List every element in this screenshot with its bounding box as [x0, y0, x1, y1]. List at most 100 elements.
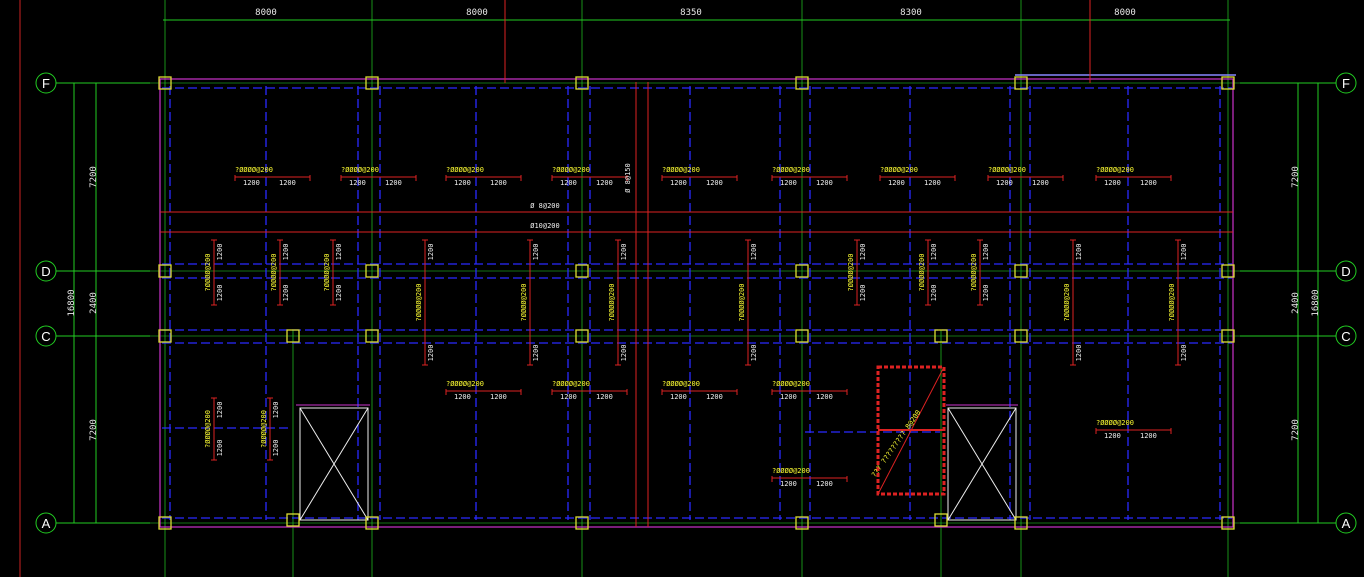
stair-diagonal: [877, 366, 945, 495]
rebar-label: ?ØØØØ@200: [1096, 166, 1134, 174]
rebar-length-bottom: 1200: [930, 285, 938, 302]
axis-bubble-a-right[interactable]: A: [1335, 512, 1357, 534]
dashed-beams: [162, 86, 1232, 520]
rebar-length-left: 1200: [1104, 179, 1121, 187]
axis-label-c: C: [41, 329, 50, 344]
shaft-opening: [299, 407, 369, 521]
shaft-openings: [299, 365, 1017, 521]
column-square: [1221, 264, 1235, 278]
column-square: [575, 264, 589, 278]
axis-bubble-f-left[interactable]: F: [35, 72, 57, 94]
rebar-label-v: ?ØØØØ@200: [1168, 284, 1176, 322]
shaft-opening: [947, 407, 1017, 521]
rebar-annotations: ?ØØØØ@200 1200 1200 ?ØØØØ@200 1200 1200 ?ØØØØ@…: [204, 166, 1188, 488]
rebar-length-left: 1200: [780, 393, 797, 401]
column-square: [1221, 329, 1235, 343]
rebar-length-left: 1200: [780, 480, 797, 488]
rebar-label: ?ØØØØ@200: [552, 380, 590, 388]
axis-bubble-d-left[interactable]: D: [35, 260, 57, 282]
rebar-label-v: ?ØØØØ@200: [204, 254, 212, 292]
column-square: [795, 76, 809, 90]
shaft-cross: [947, 407, 1017, 521]
rebar-length-left: 1200: [454, 393, 471, 401]
rebar-label-v: ?ØØØØ@200: [970, 254, 978, 292]
axis-bubble-a-left[interactable]: A: [35, 512, 57, 534]
red-beam-lines: [160, 0, 1233, 527]
axis-bubble-circle: [35, 260, 57, 282]
rebar-length-top: 1200: [427, 244, 435, 261]
dim-left-3: 7200: [89, 419, 99, 441]
rebar-length-bottom: 1200: [272, 440, 280, 457]
rebar-length-top: 1200: [1075, 244, 1083, 261]
rebar-length-bottom: 1200: [216, 285, 224, 302]
rebar-length-right: 1200: [385, 179, 402, 187]
rebar-length-top: 1200: [930, 244, 938, 261]
column-square: [1014, 76, 1028, 90]
column-square: [158, 329, 172, 343]
axis-label-a: A: [1342, 516, 1351, 531]
column-square: [575, 516, 589, 530]
rebar-length-left: 1200: [780, 179, 797, 187]
rebar-length-left: 1200: [1104, 432, 1121, 440]
rebar-length-bottom: 1200: [750, 345, 758, 362]
dim-right-2: 2400: [1291, 292, 1301, 314]
axis-grid: [56, 0, 1336, 577]
walls-outline: [159, 74, 1236, 528]
rebar-label-v: ?ØØØØ@200: [847, 254, 855, 292]
column-square: [365, 329, 379, 343]
axis-bubble-c-left[interactable]: C: [35, 325, 57, 347]
axis-bubble-c-right[interactable]: C: [1335, 325, 1357, 347]
column-square: [575, 76, 589, 90]
rebar-label-v: ?ØØØØ@200: [415, 284, 423, 322]
rebar-length-right: 1200: [816, 393, 833, 401]
rebar-length-bottom: 1200: [1180, 345, 1188, 362]
rebar-length-top: 1200: [750, 244, 758, 261]
rebar-label-v: ?ØØØØ@200: [204, 410, 212, 448]
dim-left-total: 16800: [67, 289, 77, 316]
column-square: [365, 264, 379, 278]
axis-label-c: C: [1341, 329, 1350, 344]
rebar-label: ?ØØØØ@200: [1096, 419, 1134, 427]
rebar-length-bottom: 1200: [532, 345, 540, 362]
rebar-length-top: 1200: [532, 244, 540, 261]
column-square: [286, 513, 300, 527]
mid-beam-label-2: Ø10@200: [530, 222, 560, 230]
column-square: [934, 513, 948, 527]
rebar-length-top: 1200: [620, 244, 628, 261]
rebar-label-v: ?ØØØØ@200: [260, 410, 268, 448]
rebar-label-v: ?ØØØØ@200: [608, 284, 616, 322]
axis-label-a: A: [42, 516, 51, 531]
column-square: [1014, 329, 1028, 343]
rebar-label: ?ØØØØ@200: [662, 380, 700, 388]
axis-bubble-circle: [35, 512, 57, 534]
columns: [158, 76, 1235, 530]
dim-top-4: 8300: [900, 8, 922, 18]
rebar-length-bottom: 1200: [427, 345, 435, 362]
axis-bubble-d-right[interactable]: D: [1335, 260, 1357, 282]
rebar-label: ?ØØØØ@200: [552, 166, 590, 174]
axis-bubble-circle: [35, 325, 57, 347]
dim-left-2: 2400: [89, 292, 99, 314]
column-square: [795, 516, 809, 530]
axis-label-f: F: [42, 76, 50, 91]
column-square: [1014, 516, 1028, 530]
rebar-length-left: 1200: [560, 393, 577, 401]
rebar-label-v: ?ØØØØ@200: [738, 284, 746, 322]
rebar-length-left: 1200: [454, 179, 471, 187]
rebar-length-left: 1200: [560, 179, 577, 187]
rebar-length-right: 1200: [1140, 179, 1157, 187]
column-square: [795, 329, 809, 343]
rebar-label-v: ?ØØØØ@200: [323, 254, 331, 292]
column-square: [934, 329, 948, 343]
rebar-length-left: 1200: [670, 393, 687, 401]
rebar-length-top: 1200: [1180, 244, 1188, 261]
rebar-length-left: 1200: [996, 179, 1013, 187]
mid-beam-label-1: Ø 8@200: [530, 202, 560, 210]
rebar-label: ?ØØØØ@200: [341, 166, 379, 174]
rebar-length-bottom: 1200: [282, 285, 290, 302]
dim-right-1: 7200: [1291, 166, 1301, 188]
axis-bubble-f-right[interactable]: F: [1335, 72, 1357, 94]
dim-top-5: 8000: [1114, 8, 1136, 18]
